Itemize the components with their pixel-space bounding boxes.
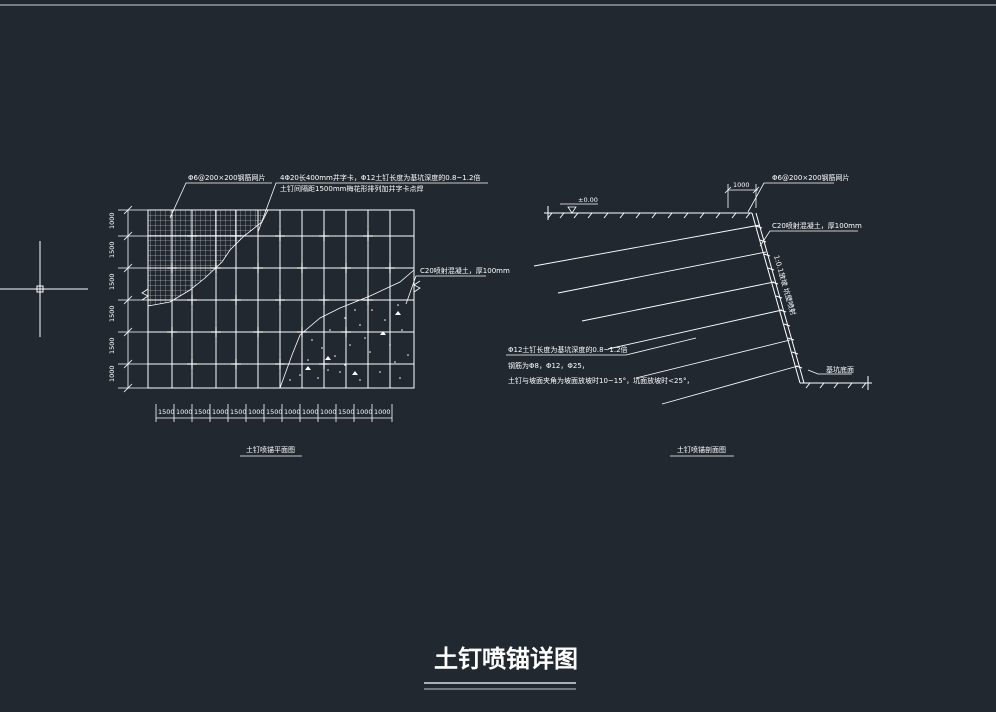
- section-note-mesh: Φ6@200×200钢筋网片: [772, 173, 850, 182]
- plan-vdim-5: 1500: [108, 337, 116, 354]
- section-note-concrete: C20喷射混凝土，厚100mm: [772, 221, 862, 230]
- plan-hdim-9: 1000: [302, 408, 319, 416]
- plan-note-mesh: Φ6@200×200钢筋网片: [188, 173, 266, 182]
- plan-concrete-dots: [289, 304, 409, 381]
- plan-hdim-13: 1000: [374, 408, 391, 416]
- plan-vdim-4: 1500: [108, 305, 116, 322]
- elevation-marker-icon: [560, 203, 598, 214]
- plan-vertical-dimension: [118, 205, 148, 393]
- plan-caption: 土钉喷锚平面图: [246, 445, 295, 454]
- section-view: ±0.00 1000 Φ6@200×200钢筋网片 C20喷射混凝土，厚100m…: [506, 173, 872, 457]
- section-leaders: [506, 182, 858, 375]
- plan-vdim-2: 1500: [108, 241, 116, 258]
- plan-leaders: [169, 182, 488, 305]
- section-note-angle: 土钉与坡面夹角为坡面放坡时10~15°，坑面放坡时<25°，: [508, 376, 693, 385]
- section-top-dim: 1000: [733, 181, 750, 189]
- plan-break-right: [413, 280, 421, 293]
- plan-vdim-3: 1500: [108, 273, 116, 290]
- plan-hdim-11: 1500: [338, 408, 355, 416]
- plan-hdim-4: 1000: [212, 408, 229, 416]
- plan-break-left: [141, 288, 149, 301]
- drawing-title: 土钉喷锚详图: [434, 645, 578, 673]
- section-ground: [544, 206, 872, 390]
- section-note-nail-length: Φ12土钉长度为基坑深度的0.8~1.2倍: [508, 345, 628, 354]
- plan-hdim-1: 1500: [158, 408, 175, 416]
- plan-note-concrete: C20喷射混凝土，厚100mm: [420, 266, 510, 275]
- plan-hdim-6: 1000: [248, 408, 265, 416]
- section-soil-nails: [533, 224, 799, 405]
- plan-hdim-10: 1000: [320, 408, 337, 416]
- plan-hdim-2: 1000: [176, 408, 193, 416]
- plan-view: Φ6@200×200钢筋网片 4Φ20长400mm井字卡，Φ12土钉长度为基坑深…: [108, 173, 510, 457]
- section-note-diameters: 钢筋为Φ8，Φ12，Φ25，: [508, 361, 589, 370]
- crosshair-cursor-icon: [0, 241, 88, 337]
- plan-hdim-7: 1500: [266, 408, 283, 416]
- plan-hdim-3: 1500: [194, 408, 211, 416]
- plan-note-spacing: 土钉间隔距1500mm梅花形排列加井字卡点焊: [280, 184, 423, 193]
- plan-nail-marks: [167, 231, 395, 369]
- section-top-dimension: [724, 184, 760, 208]
- plan-concrete-area: [279, 269, 415, 389]
- plan-hdim-5: 1500: [230, 408, 247, 416]
- section-caption: 土钉喷锚剖面图: [677, 445, 726, 454]
- section-bottom-label: 基坑底面: [826, 365, 854, 374]
- plan-horizontal-dimension: [155, 404, 393, 422]
- plan-hdim-8: 1000: [284, 408, 301, 416]
- plan-hdim-12: 1000: [356, 408, 373, 416]
- plan-mesh-hatch: [148, 210, 269, 307]
- plan-vdim-6: 1000: [108, 365, 116, 382]
- plan-hdim-labels: 1500 1000 1500 1000 1500 1000 1500 1000 …: [158, 408, 391, 416]
- plan-note-bars: 4Φ20长400mm井字卡，Φ12土钉长度为基坑深度的0.8~1.2倍: [280, 173, 480, 182]
- plan-vdim-1: 1000: [108, 212, 116, 229]
- section-elevation-label: ±0.00: [578, 196, 598, 204]
